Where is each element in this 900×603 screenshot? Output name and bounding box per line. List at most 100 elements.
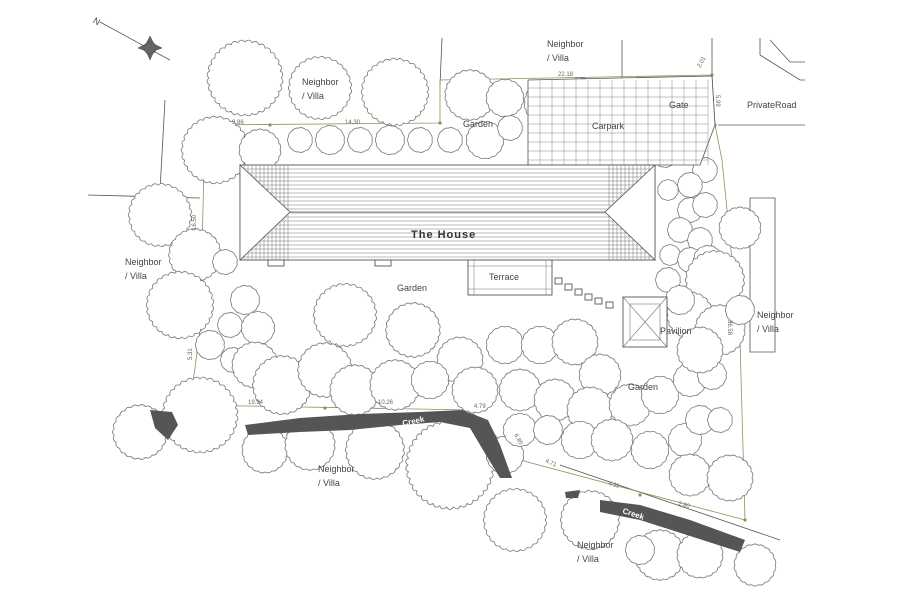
tree-icon [374, 125, 405, 155]
terrace-label: Terrace [489, 272, 519, 282]
tree-icon [385, 302, 441, 358]
pavilion [622, 296, 668, 348]
house-building [239, 164, 656, 267]
svg-text:4.11: 4.11 [607, 481, 620, 490]
neighbor-label-bottom-right: Neighbor / Villa [577, 540, 614, 564]
tree-icon [145, 270, 215, 340]
tree-icon [180, 115, 250, 185]
north-arrow-icon: N [91, 15, 171, 61]
tree-icon [498, 368, 542, 412]
carpark-pavement [527, 75, 716, 166]
svg-text:5.99: 5.99 [714, 95, 720, 107]
tree-icon [407, 127, 433, 153]
svg-text:Neighbor: Neighbor [302, 77, 339, 87]
tree-icon [485, 78, 525, 118]
svg-text:/ Villa: / Villa [318, 478, 340, 488]
tree-icon [676, 326, 724, 374]
svg-text:/ Villa: / Villa [547, 53, 569, 63]
tree-icon [659, 244, 681, 266]
tree-icon [707, 407, 733, 433]
tree-icon [640, 375, 680, 415]
tree-icon [560, 420, 600, 460]
tree-icon [520, 325, 560, 365]
svg-text:Neighbor: Neighbor [318, 464, 355, 474]
tree-icon [444, 69, 496, 121]
tree-icon [287, 56, 352, 120]
tree-icon [684, 405, 715, 435]
tree-icon [718, 206, 762, 250]
svg-text:/ Villa: / Villa [302, 91, 324, 101]
tree-icon [657, 179, 679, 201]
stepping-stone [564, 283, 573, 291]
svg-text:9.86: 9.86 [232, 120, 244, 126]
tree-icon [485, 325, 525, 365]
tree-icon [465, 120, 505, 160]
svg-text:10.26: 10.26 [378, 400, 394, 406]
svg-text:/ Villa: / Villa [125, 271, 147, 281]
neighbor-label-top: Neighbor / Villa [547, 39, 584, 63]
stepping-stone [584, 293, 593, 301]
garden-label-mid: Garden [397, 283, 427, 293]
tree-icon [314, 125, 345, 155]
dimension-labels: 9.86 14.30 22.18 2.01 5.99 16.50 5.31 19… [188, 55, 732, 510]
stepping-stones [554, 277, 614, 309]
pavilion-label: Pavilion [660, 326, 692, 336]
creek [150, 410, 745, 552]
svg-text:Neighbor: Neighbor [547, 39, 584, 49]
svg-text:19.94: 19.94 [248, 400, 264, 406]
svg-text:16.50: 16.50 [192, 214, 198, 230]
tree-icon [733, 543, 777, 587]
neighbor-label-right: Neighbor / Villa [757, 310, 794, 334]
tree-icon [161, 376, 239, 454]
svg-text:14.30: 14.30 [345, 120, 361, 126]
svg-text:/ Villa: / Villa [577, 554, 599, 564]
house-label: The House [411, 229, 476, 241]
neighbor-label-left: Neighbor / Villa [125, 257, 162, 281]
tree-icon [608, 383, 652, 427]
svg-text:5.31: 5.31 [188, 348, 194, 360]
stepping-stone [574, 288, 583, 296]
svg-text:2.01: 2.01 [697, 55, 708, 69]
carpark-label: Carpark [592, 121, 625, 131]
tree-icon [206, 39, 284, 117]
svg-text:6.85: 6.85 [512, 433, 523, 447]
tree-icon [497, 115, 523, 141]
tree-icon [312, 283, 377, 347]
svg-text:4.71: 4.71 [544, 458, 558, 469]
private-road-label: PrivateRoad [747, 100, 797, 110]
tree-icon [287, 127, 313, 153]
stepping-stone [594, 297, 603, 305]
tree-icon [630, 430, 670, 470]
svg-text:Neighbor: Neighbor [757, 310, 794, 320]
svg-text:/ Villa: / Villa [757, 324, 779, 334]
stepping-stone [554, 277, 563, 285]
tree-icon [624, 535, 655, 565]
garden-label-right: Garden [628, 382, 658, 392]
tree-icon [668, 453, 712, 497]
svg-text:22.18: 22.18 [558, 72, 574, 78]
tree-icon [724, 295, 755, 325]
tree-icon [503, 412, 537, 448]
tree-icon [692, 192, 718, 218]
svg-text:Neighbor: Neighbor [577, 540, 614, 550]
tree-icon [482, 488, 547, 552]
tree-icon [360, 57, 430, 127]
stepping-stone [605, 301, 614, 309]
tree-icon [664, 285, 695, 315]
terrace [467, 259, 553, 296]
tree-icon [706, 454, 754, 502]
garden-label-top: Garden [463, 119, 493, 129]
tree-icon [410, 360, 450, 400]
gate-label: Gate [669, 100, 689, 110]
tree-icon [229, 285, 260, 315]
tree-icon [451, 366, 499, 414]
tree-icon [194, 330, 225, 360]
svg-text:36.58: 36.58 [726, 320, 732, 336]
tree-icon [590, 418, 634, 462]
tree-icon [212, 249, 238, 275]
tree-icon [329, 364, 381, 416]
tree-icon [347, 127, 373, 153]
neighbor-label-top-left: Neighbor / Villa [302, 77, 339, 101]
tree-icon [667, 217, 693, 243]
neighbor-label-bottom-left: Neighbor / Villa [318, 464, 355, 488]
